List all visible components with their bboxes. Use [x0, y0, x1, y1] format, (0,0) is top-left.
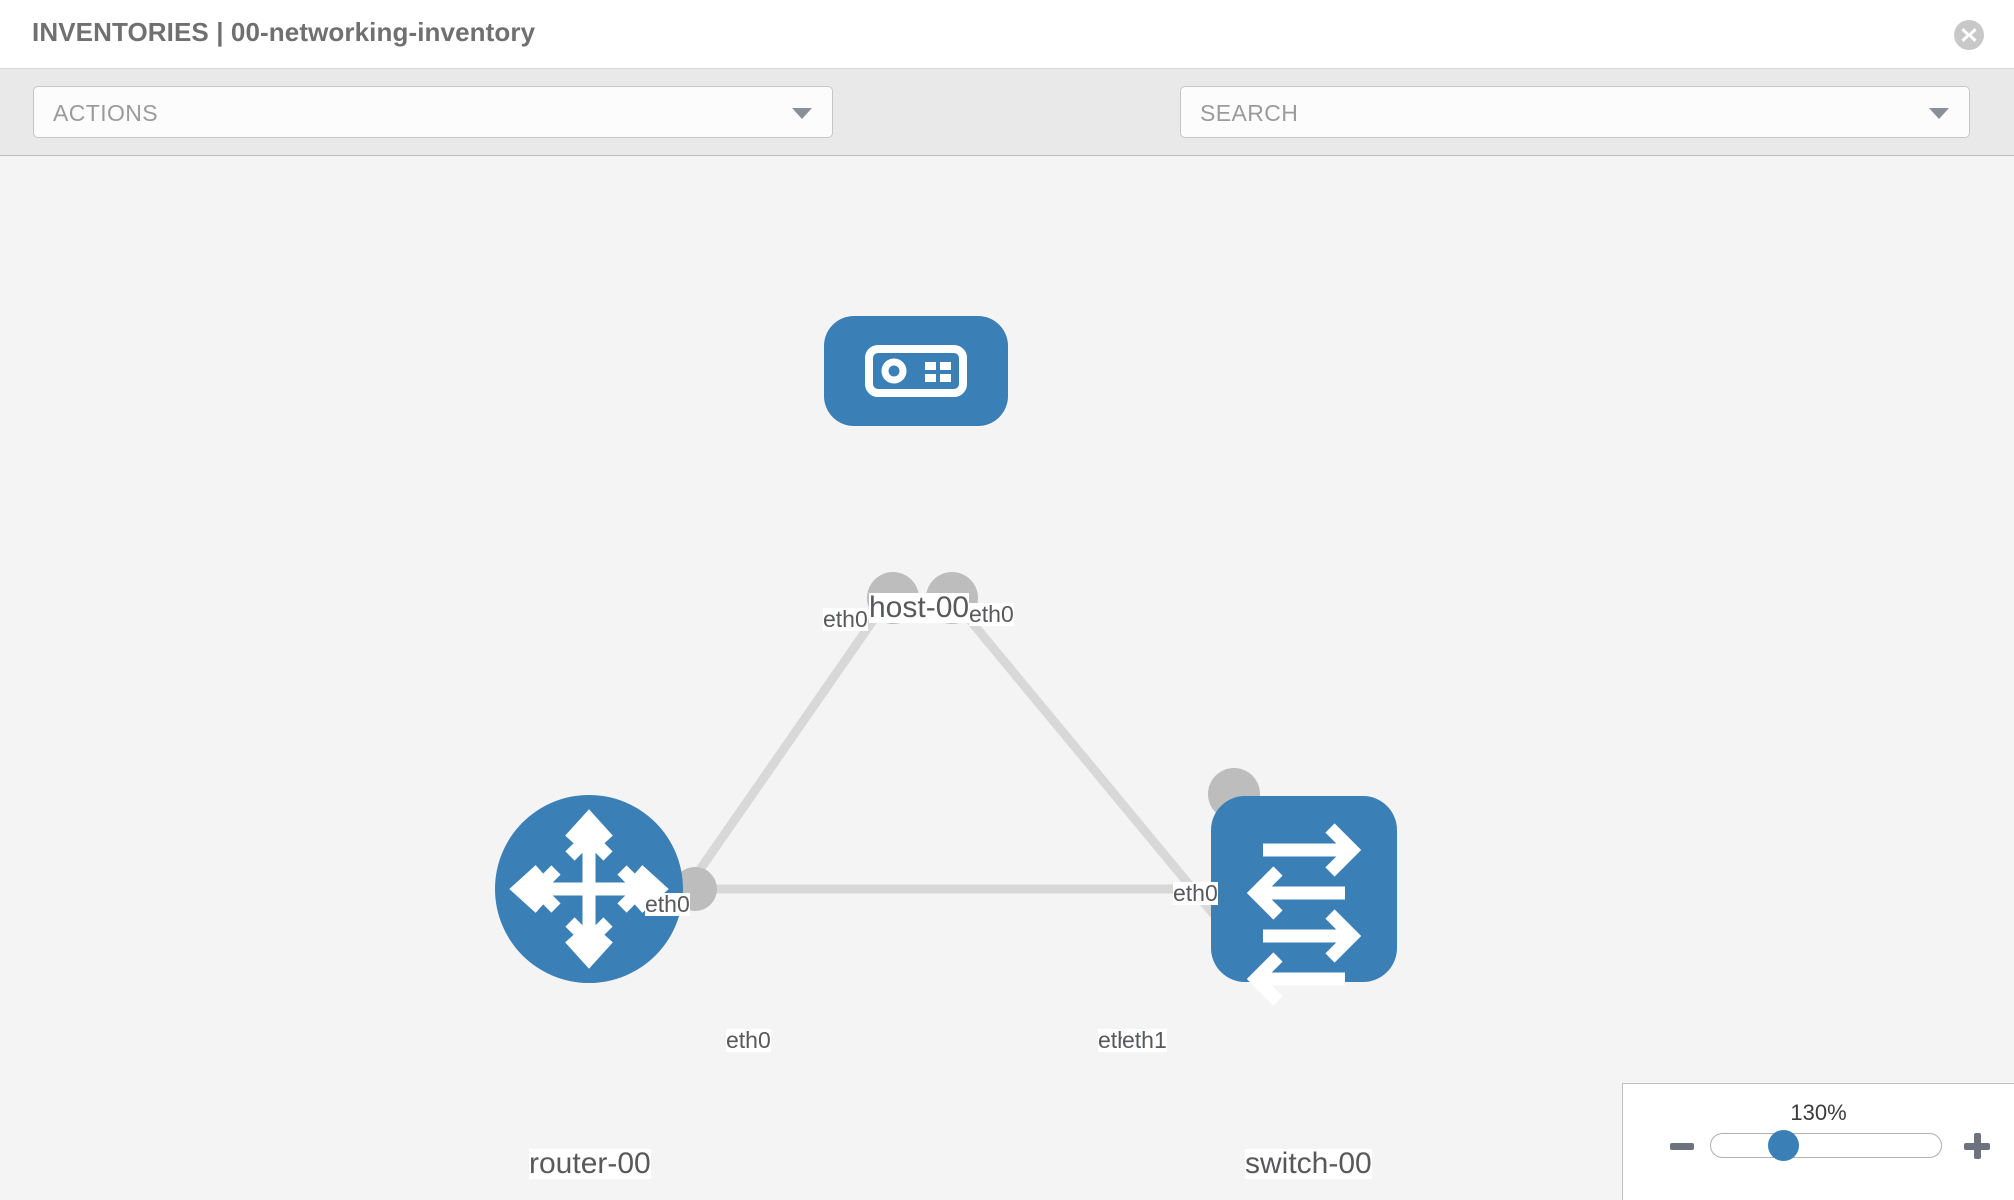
minus-icon[interactable]: [1670, 1143, 1694, 1150]
node-switch-00[interactable]: [1211, 796, 1397, 1006]
zoom-slider[interactable]: [1710, 1133, 1942, 1158]
interface-label: eth1: [1122, 1027, 1167, 1053]
zoom-control-panel: 130%: [1622, 1083, 2014, 1200]
zoom-slider-thumb[interactable]: [1768, 1130, 1799, 1161]
interface-label: eth0: [1173, 880, 1218, 906]
node-label-switch-00: switch-00: [1245, 1147, 1372, 1180]
node-label-router-00: router-00: [529, 1147, 651, 1180]
node-host-00[interactable]: [824, 316, 1008, 426]
interface-label: eth: [1098, 1027, 1130, 1053]
search-placeholder: SEARCH: [1200, 100, 1299, 126]
actions-dropdown-label: ACTIONS: [53, 100, 159, 126]
chevron-down-icon[interactable]: [1929, 108, 1949, 119]
topology-graph: [495, 316, 1397, 1006]
topology-edges: [636, 593, 1244, 959]
node-router-00[interactable]: [495, 795, 683, 983]
topology-canvas[interactable]: host-00 router-00 switch-00 eth0 eth0 et…: [0, 156, 2014, 1200]
zoom-level-value: 130%: [1790, 1100, 1847, 1125]
page-title: INVENTORIES | 00-networking-inventory: [32, 17, 536, 47]
interface-label: eth0: [726, 1027, 771, 1053]
interface-label: eth0: [823, 606, 868, 632]
plus-icon[interactable]: [1964, 1133, 1990, 1159]
actions-dropdown[interactable]: ACTIONS: [33, 86, 833, 138]
close-icon[interactable]: [1954, 20, 1984, 50]
interface-label: eth0: [969, 601, 1014, 627]
search-input[interactable]: SEARCH: [1180, 86, 1970, 138]
interface-label: eth0: [645, 891, 690, 917]
page-header: INVENTORIES | 00-networking-inventory: [0, 0, 2014, 69]
node-label-host-00: host-00: [869, 591, 970, 624]
chevron-down-icon: [792, 108, 812, 119]
toolbar: ACTIONS SEARCH: [0, 69, 2014, 194]
